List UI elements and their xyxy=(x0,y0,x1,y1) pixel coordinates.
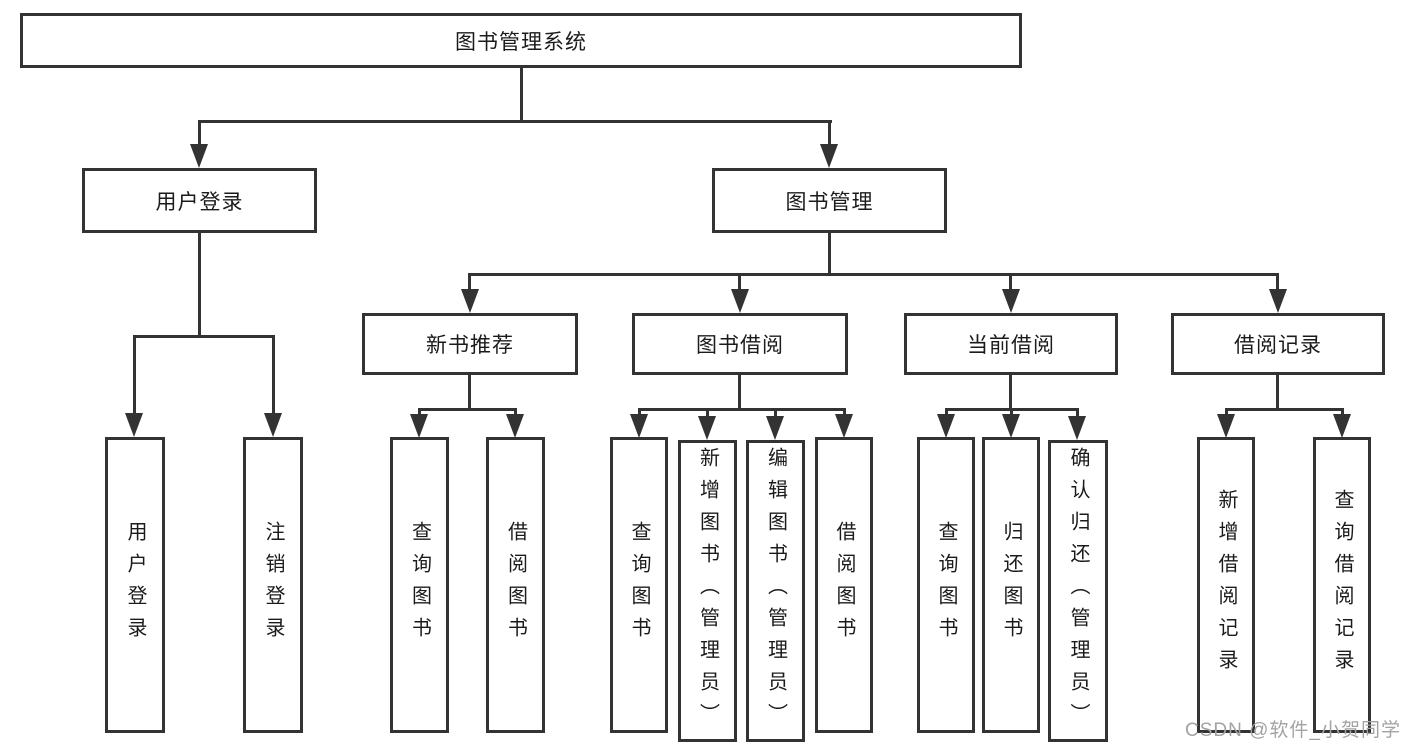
connector-arrow xyxy=(125,413,143,437)
connector-line xyxy=(843,408,846,416)
connector-line xyxy=(1341,408,1344,416)
connector-arrow xyxy=(1068,416,1086,440)
leaf-record-add-label: 新增借阅记录 xyxy=(1215,489,1237,681)
connector-line xyxy=(738,375,741,408)
node-current-borrow: 当前借阅 xyxy=(904,313,1118,375)
connector-line xyxy=(1276,375,1279,408)
connector-line xyxy=(1076,408,1079,416)
connector-line xyxy=(468,273,471,291)
leaf-record-add: 新增借阅记录 xyxy=(1197,437,1255,733)
leaf-recommend-query-book-label: 查询图书 xyxy=(408,521,431,649)
connector-line xyxy=(1010,408,1013,416)
node-book-management: 图书管理 xyxy=(712,168,947,233)
node-book-borrow-label: 图书借阅 xyxy=(696,334,784,357)
node-current-borrow-label: 当前借阅 xyxy=(967,334,1055,357)
connector-line xyxy=(1009,273,1012,291)
leaf-borrow-borrow-book-label: 借阅图书 xyxy=(833,521,855,649)
connector-arrow xyxy=(731,289,749,313)
connector-line xyxy=(198,120,201,146)
leaf-recommend-borrow-book-label: 借阅图书 xyxy=(504,521,527,649)
connector-arrow xyxy=(190,144,208,168)
connector-line xyxy=(1225,408,1344,411)
leaf-current-return-book: 归还图书 xyxy=(982,437,1040,733)
connector-arrow xyxy=(1002,289,1020,313)
connector-line xyxy=(638,408,846,411)
connector-line xyxy=(774,408,777,416)
connector-arrow xyxy=(698,416,716,440)
csdn-watermark: CSDN @软件_小贺同学 xyxy=(1185,720,1401,741)
connector-line xyxy=(468,375,471,408)
connector-arrow xyxy=(506,414,524,438)
connector-line xyxy=(133,335,275,338)
node-user-login: 用户登录 xyxy=(82,168,317,233)
leaf-current-confirm-return-label: 确认归还（管理员） xyxy=(1067,447,1089,735)
connector-arrow xyxy=(410,414,428,438)
connector-line xyxy=(514,408,517,416)
leaf-current-confirm-return: 确认归还（管理员） xyxy=(1048,440,1108,742)
leaf-current-return-book-label: 归还图书 xyxy=(1000,521,1022,649)
connector-line xyxy=(198,233,201,335)
node-book-management-label: 图书管理 xyxy=(785,190,874,214)
leaf-record-query: 查询借阅记录 xyxy=(1313,437,1371,733)
connector-line xyxy=(1276,273,1279,291)
connector-arrow xyxy=(766,416,784,440)
connector-arrow xyxy=(820,144,838,168)
connector-line xyxy=(418,408,517,411)
node-root: 图书管理系统 xyxy=(20,13,1022,68)
connector-line xyxy=(198,120,832,123)
connector-arrow xyxy=(461,289,479,313)
connector-line xyxy=(828,120,831,146)
leaf-borrow-edit-book-label: 编辑图书（管理员） xyxy=(764,447,787,735)
connector-line xyxy=(828,233,831,273)
leaf-current-query-book-label: 查询图书 xyxy=(935,521,957,649)
leaf-borrow-add-book-label: 新增图书（管理员） xyxy=(696,447,719,735)
connector-line xyxy=(520,67,523,121)
connector-arrow xyxy=(835,414,853,438)
connector-arrow xyxy=(1217,414,1235,438)
node-borrow-record: 借阅记录 xyxy=(1171,313,1385,375)
connector-arrow xyxy=(264,413,282,437)
leaf-user-login: 用户登录 xyxy=(105,437,165,733)
connector-line xyxy=(418,408,421,416)
connector-line xyxy=(706,408,709,416)
connector-line xyxy=(133,335,136,415)
connector-line xyxy=(272,335,275,415)
node-root-label: 图书管理系统 xyxy=(455,30,587,54)
leaf-borrow-add-book: 新增图书（管理员） xyxy=(678,440,737,742)
node-new-book-recommend: 新书推荐 xyxy=(362,313,578,375)
connector-arrow xyxy=(1333,414,1351,438)
connector-line xyxy=(738,273,741,291)
connector-line xyxy=(468,273,1279,276)
connector-arrow xyxy=(630,414,648,438)
leaf-recommend-query-book: 查询图书 xyxy=(390,437,449,733)
leaf-current-query-book: 查询图书 xyxy=(917,437,975,733)
leaf-logout-label: 注销登录 xyxy=(262,521,284,649)
connector-arrow xyxy=(1002,414,1020,438)
leaf-logout: 注销登录 xyxy=(243,437,303,733)
leaf-user-login-label: 用户登录 xyxy=(124,521,146,649)
node-user-login-label: 用户登录 xyxy=(155,190,244,214)
node-borrow-record-label: 借阅记录 xyxy=(1234,334,1322,357)
node-new-book-recommend-label: 新书推荐 xyxy=(426,334,514,357)
connector-line xyxy=(638,408,641,416)
leaf-borrow-borrow-book: 借阅图书 xyxy=(815,437,873,733)
leaf-borrow-query-book: 查询图书 xyxy=(610,437,668,733)
connector-line xyxy=(945,408,948,416)
connector-line xyxy=(1225,408,1228,416)
node-book-borrow: 图书借阅 xyxy=(632,313,848,375)
leaf-recommend-borrow-book: 借阅图书 xyxy=(486,437,545,733)
leaf-borrow-edit-book: 编辑图书（管理员） xyxy=(746,440,805,742)
connector-arrow xyxy=(1269,289,1287,313)
connector-line xyxy=(1009,375,1012,408)
leaf-record-query-label: 查询借阅记录 xyxy=(1331,489,1353,681)
connector-arrow xyxy=(937,414,955,438)
leaf-borrow-query-book-label: 查询图书 xyxy=(628,521,650,649)
